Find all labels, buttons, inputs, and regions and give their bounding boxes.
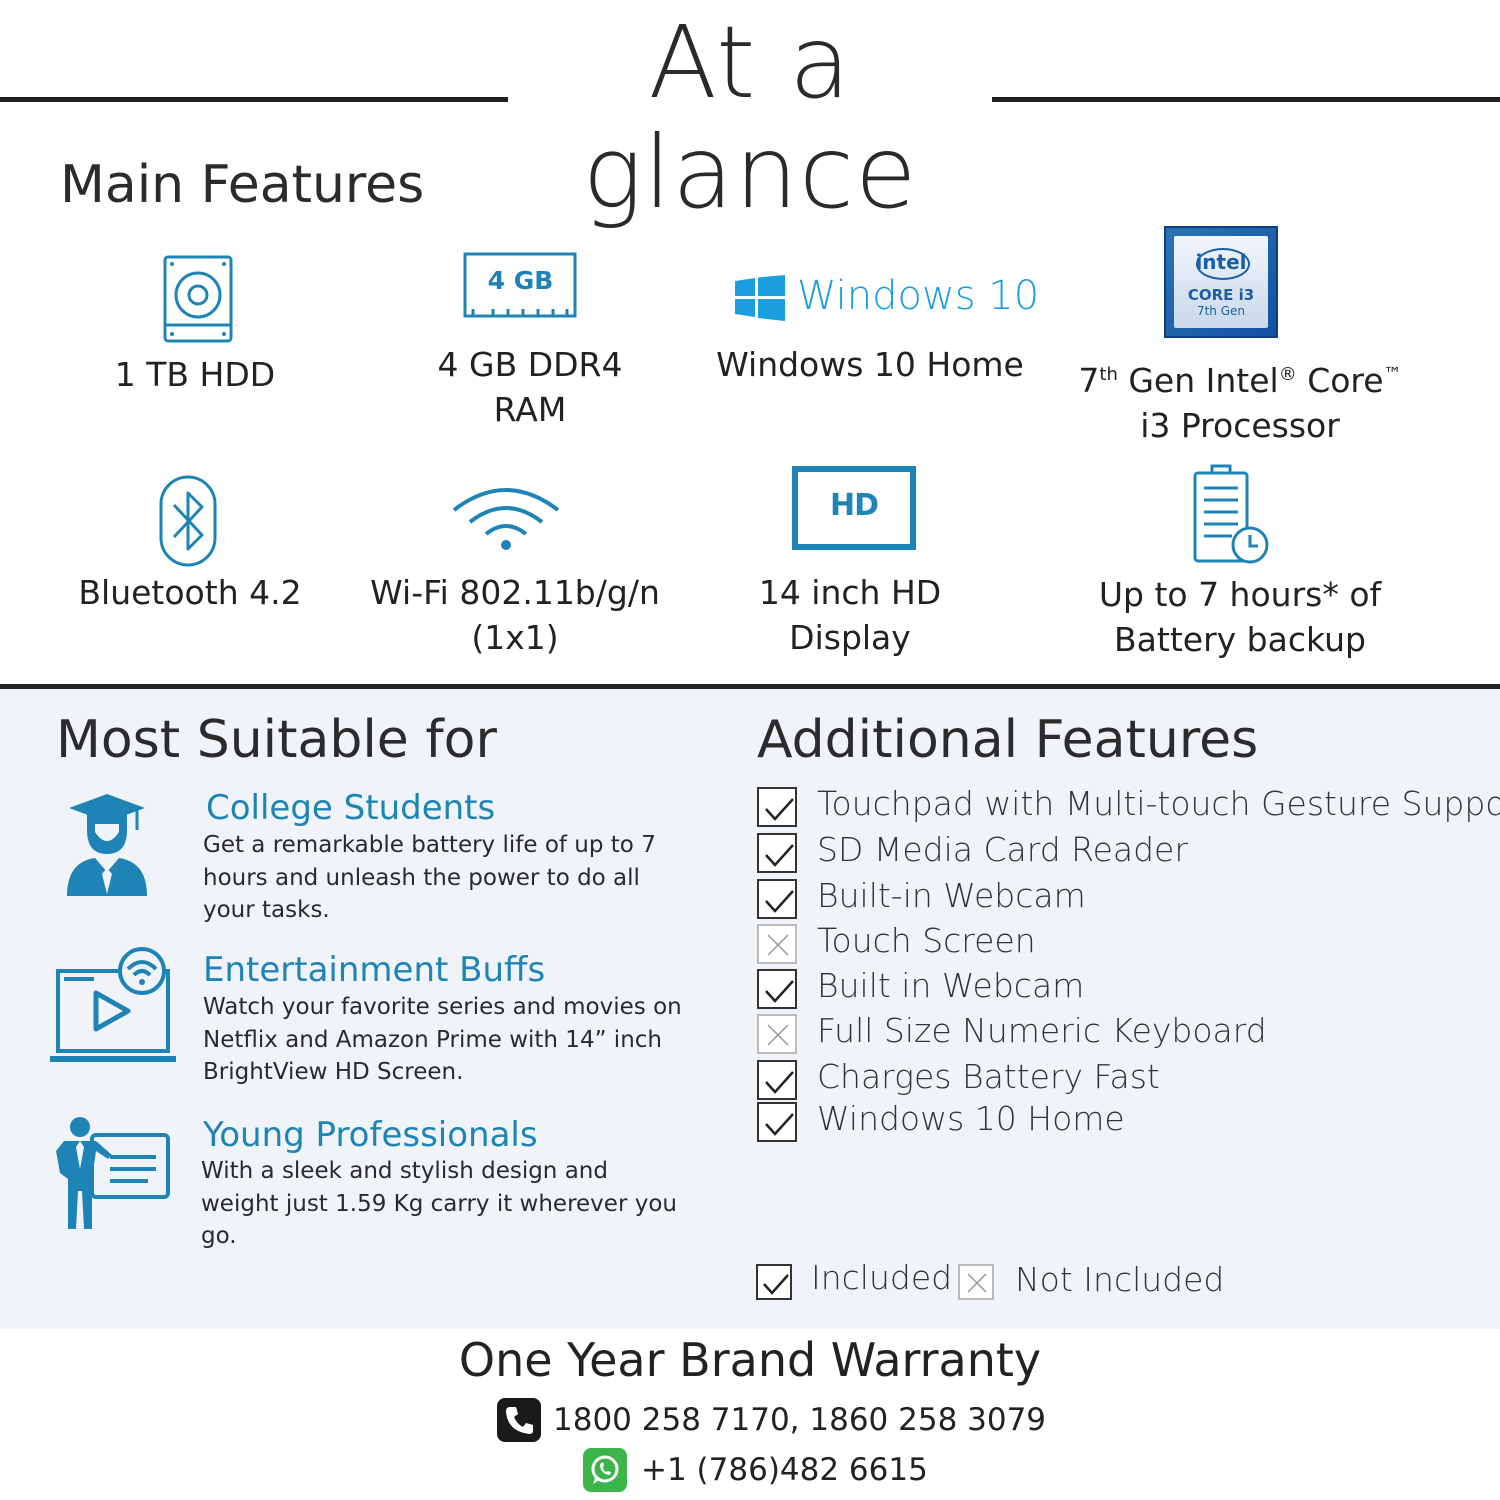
hard-drive-icon (163, 255, 233, 347)
feature-ram-line1: 4 GB DDR4 (437, 345, 623, 384)
additional-feature-row-3: Built-in Webcam (757, 876, 1497, 921)
included-check-icon (757, 1060, 797, 1100)
phone-numbers: 1800 258 7170, 1860 258 3079 (553, 1402, 1047, 1438)
processor-gen-number: 7 (1078, 361, 1100, 400)
memory-module-icon: 4 GB (463, 252, 578, 326)
feature-display-line2: Display (789, 618, 911, 657)
feature-windows-label: Windows 10 Home (716, 345, 1024, 384)
additional-feature-label: Touch Screen (817, 921, 1036, 960)
feature-ram-line2: RAM (493, 390, 567, 429)
presenter-icon (52, 1115, 172, 1235)
processor-core: Core (1296, 361, 1384, 400)
title-rule-left (0, 97, 508, 102)
processor-gen-sup: th (1099, 364, 1118, 385)
additional-feature-label: SD Media Card Reader (817, 830, 1188, 869)
memory-module-label: 4 GB (487, 266, 554, 295)
additional-feature-label: Touchpad with Multi-touch Gesture Suppor… (817, 784, 1500, 823)
feature-display-line1: 14 inch HD (758, 573, 942, 612)
feature-wifi-line1: Wi-Fi 802.11b/g/n (370, 573, 660, 612)
intel-core-i3-badge: intel CORE i3 7th Gen (1164, 226, 1278, 338)
feature-bluetooth: Bluetooth 4.2 (50, 570, 330, 615)
feature-hdd-label: 1 TB HDD (114, 355, 276, 394)
hd-display-label: HD (829, 488, 879, 523)
intel-brand-text: intel (1195, 250, 1247, 274)
suitable-item-1-title: College Students (206, 788, 496, 828)
not-included-x-icon (757, 1014, 797, 1054)
feature-battery: Up to 7 hours* of Battery backup (1080, 572, 1400, 662)
laptop-play-icon (50, 947, 176, 1071)
additional-feature-row-1: Touchpad with Multi-touch Gesture Suppor… (757, 784, 1500, 829)
additional-feature-row-2: SD Media Card Reader (757, 830, 1497, 875)
processor-reg-mark: ® (1278, 364, 1297, 385)
suitable-item-3-desc: With a sleek and stylish design and weig… (201, 1158, 677, 1249)
legend-included: Included (756, 1258, 956, 1302)
legend-not-included-label: Not Included (1015, 1260, 1225, 1299)
legend-included-label: Included (811, 1258, 953, 1297)
included-check-icon (757, 1102, 797, 1142)
page-title: At a glance (582, 4, 918, 231)
additional-feature-label: Charges Battery Fast (817, 1057, 1160, 1096)
windows-logo-text: Windows 10 (797, 273, 1040, 319)
battery-clock-icon (1192, 464, 1270, 570)
whatsapp-number: +1 (786)482 6615 (641, 1452, 928, 1488)
bluetooth-icon (158, 474, 218, 572)
suitable-item-2-title: Entertainment Buffs (203, 950, 546, 990)
processor-tm-mark: ™ (1383, 364, 1402, 385)
feature-processor-line1: 7th Gen Intel® Core™ (1065, 352, 1415, 403)
additional-feature-row-8: Windows 10 Home (757, 1099, 1497, 1144)
feature-wifi: Wi-Fi 802.11b/g/n (1x1) (360, 570, 670, 660)
additional-features-heading: Additional Features (757, 710, 1259, 770)
title-row: At a glance (0, 0, 1500, 228)
section-divider (0, 684, 1500, 689)
legend-not-included: Not Included (958, 1260, 1238, 1302)
whatsapp-icon (583, 1448, 627, 1492)
graduate-icon (65, 792, 149, 900)
legend-x-icon (958, 1264, 994, 1300)
included-check-icon (757, 833, 797, 873)
additional-feature-label: Built-in Webcam (817, 876, 1086, 915)
additional-feature-label: Built in Webcam (817, 966, 1085, 1005)
included-check-icon (757, 969, 797, 1009)
intel-core-text: CORE i3 (1187, 286, 1255, 304)
processor-gen-intel: Gen Intel (1117, 361, 1279, 400)
feature-bluetooth-label: Bluetooth 4.2 (78, 573, 302, 612)
included-check-icon (757, 787, 797, 827)
additional-feature-row-7: Charges Battery Fast (757, 1057, 1497, 1102)
included-check-icon (757, 879, 797, 919)
main-features-heading: Main Features (60, 155, 425, 215)
additional-feature-row-5: Built in Webcam (757, 966, 1497, 1011)
warranty-title: One Year Brand Warranty (458, 1333, 1042, 1387)
feature-ram: 4 GB DDR4 RAM (380, 342, 680, 432)
feature-battery-line2: Battery backup (1114, 620, 1366, 659)
not-included-x-icon (757, 924, 797, 964)
feature-windows: Windows 10 Home (700, 342, 1040, 387)
hd-display-icon: HD (792, 466, 916, 550)
legend-check-icon (756, 1264, 792, 1300)
suitable-item-3-title: Young Professionals (203, 1115, 538, 1155)
phone-icon (497, 1398, 541, 1442)
additional-feature-label: Full Size Numeric Keyboard (817, 1011, 1267, 1050)
additional-feature-label: Windows 10 Home (817, 1099, 1125, 1138)
feature-processor: 7th Gen Intel® Core™ i3 Processor (1065, 352, 1415, 448)
windows-logo-icon (735, 275, 785, 325)
suitable-item-2-desc: Watch your favorite series and movies on… (203, 994, 682, 1085)
feature-processor-line2: i3 Processor (1140, 406, 1340, 445)
details-panel (0, 689, 1500, 1329)
suitable-item-1-desc: Get a remarkable battery life of up to 7… (203, 832, 656, 923)
feature-hdd: 1 TB HDD (60, 352, 330, 397)
feature-battery-line1: Up to 7 hours* of (1098, 575, 1382, 614)
wifi-icon (450, 484, 562, 556)
additional-feature-row-6: Full Size Numeric Keyboard (757, 1011, 1497, 1056)
intel-gen-text: 7th Gen (1196, 304, 1246, 318)
additional-feature-row-4: Touch Screen (757, 921, 1497, 966)
feature-display: 14 inch HD Display (700, 570, 1000, 660)
title-rule-right (992, 97, 1500, 102)
feature-wifi-line2: (1x1) (471, 618, 559, 657)
suitable-heading: Most Suitable for (56, 710, 497, 770)
